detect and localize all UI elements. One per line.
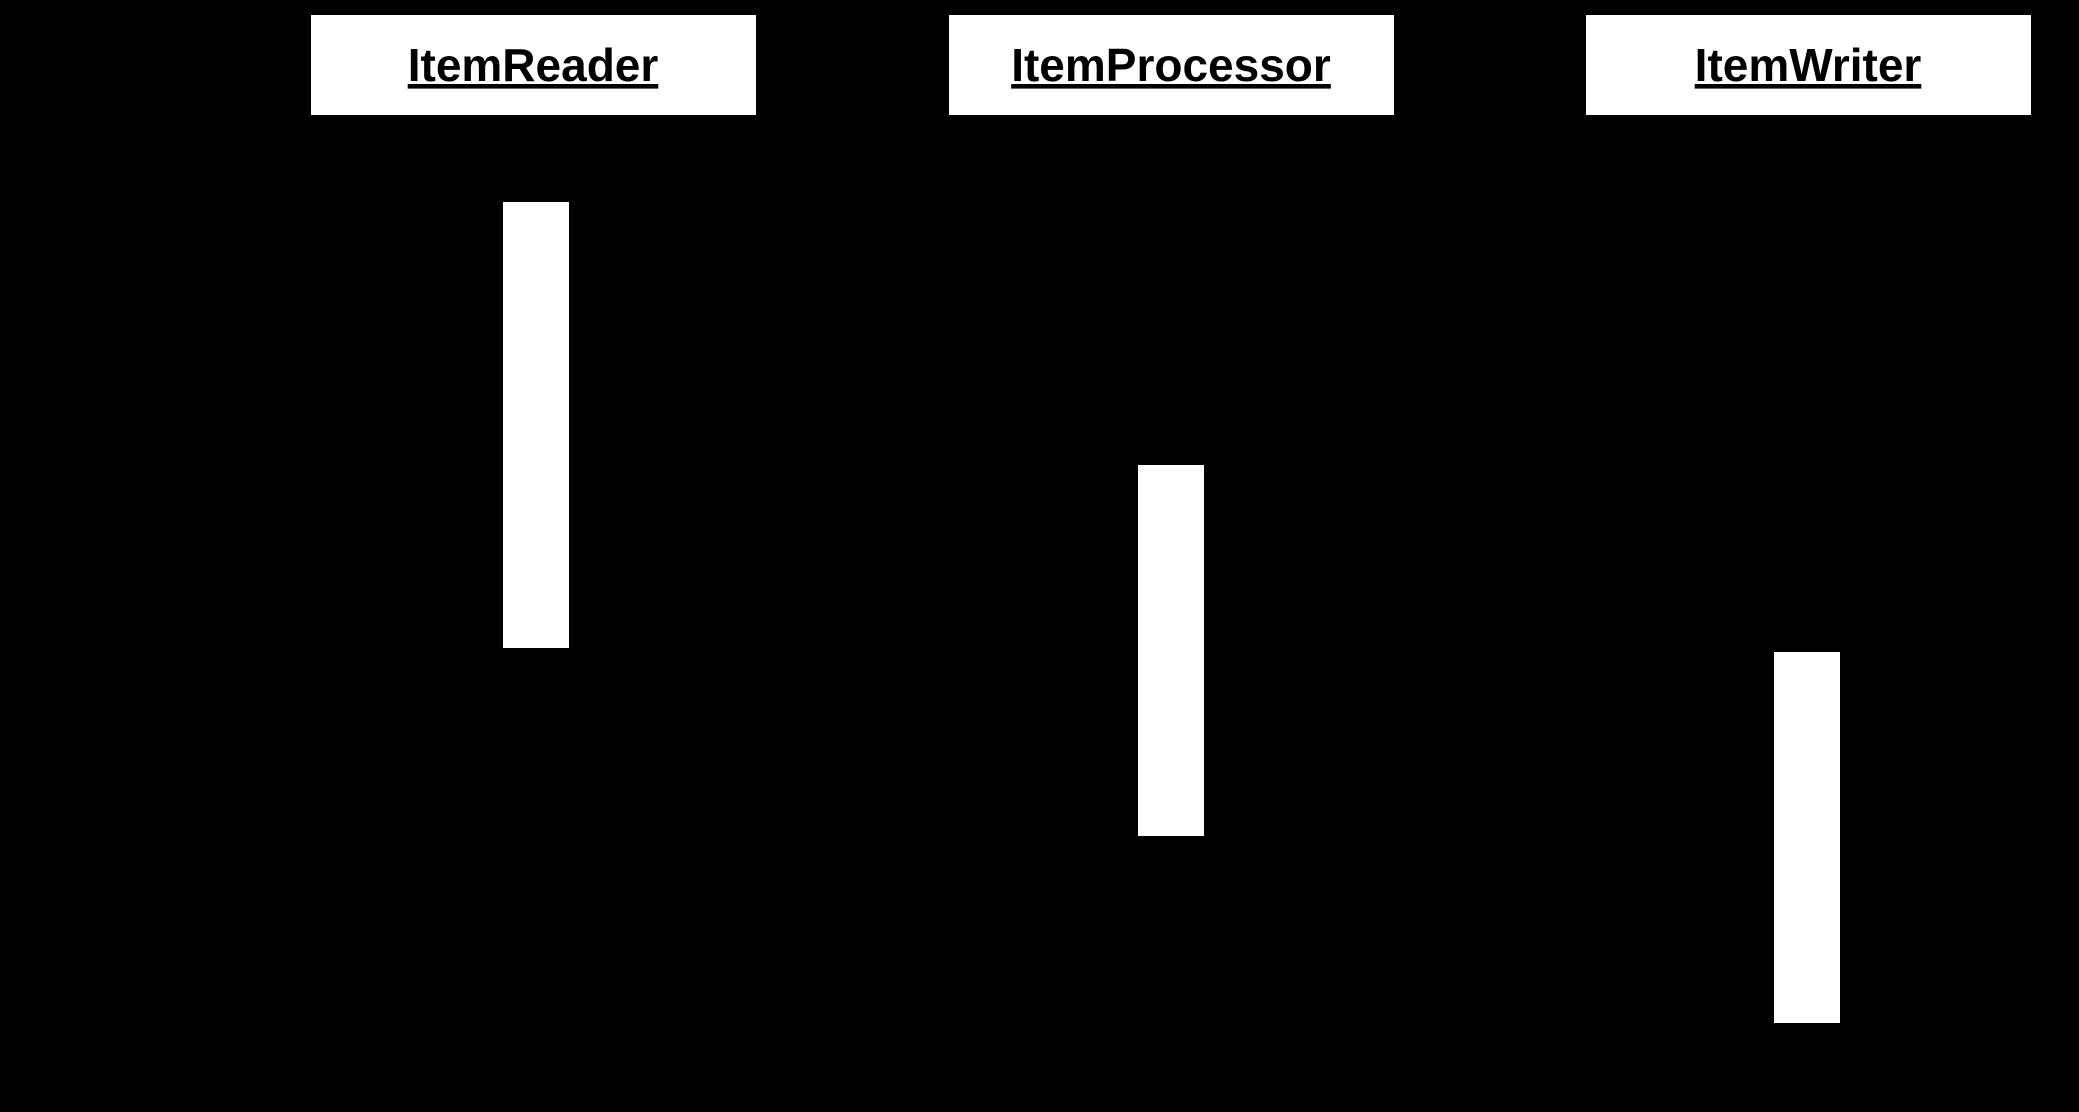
activation-bar-item-writer (1774, 652, 1840, 1023)
activation-bar-item-reader (503, 202, 569, 648)
participant-label-item-writer: ItemWriter (1695, 39, 1922, 91)
participant-label-item-processor: ItemProcessor (1011, 39, 1331, 91)
participant-item-reader: ItemReader (311, 15, 756, 115)
participant-label-item-reader: ItemReader (408, 39, 659, 91)
participant-box-item-reader (311, 15, 756, 115)
activation-bar-item-processor (1138, 465, 1204, 836)
participant-box-item-processor (949, 15, 1394, 115)
participant-box-item-writer (1586, 15, 2031, 115)
participant-item-processor: ItemProcessor (949, 15, 1394, 115)
participant-item-writer: ItemWriter (1586, 15, 2031, 115)
